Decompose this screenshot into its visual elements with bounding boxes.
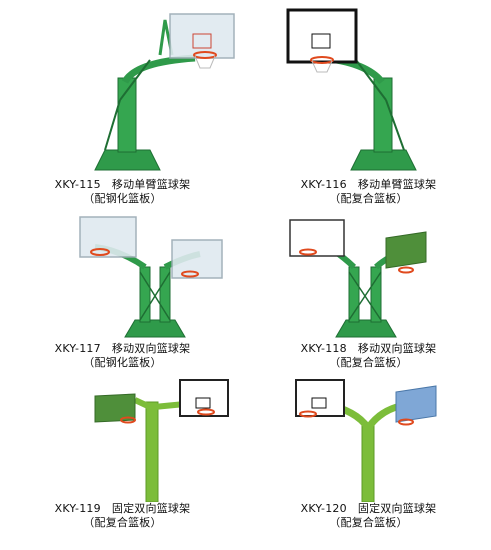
product-name: 固定双向篮球架	[357, 502, 437, 515]
basketball-stand-illustration	[295, 379, 437, 502]
basketball-stand-illustration	[94, 13, 235, 171]
product-card-xky-117: XKY-117 移动双向篮球架 （配钢化篮板）	[0, 212, 245, 390]
model-code: XKY-118	[300, 342, 347, 355]
product-sub: （配复合篮板）	[83, 516, 162, 529]
model-code: XKY-120	[300, 502, 347, 515]
product-caption: XKY-119 固定双向篮球架 （配复合篮板）	[0, 502, 245, 530]
product-caption: XKY-116 移动单臂篮球架 （配复合篮板）	[246, 178, 491, 206]
model-code: XKY-117	[54, 342, 101, 355]
product-card-xky-120: XKY-120 固定双向篮球架 （配复合篮板）	[246, 372, 491, 550]
product-sub: （配钢化篮板）	[83, 356, 162, 369]
product-card-xky-116: XKY-116 移动单臂篮球架 （配复合篮板）	[246, 0, 491, 205]
basketball-stand-illustration	[94, 379, 229, 502]
product-sub: （配复合篮板）	[329, 356, 408, 369]
model-code: XKY-119	[54, 502, 101, 515]
product-caption: XKY-117 移动双向篮球架 （配钢化篮板）	[0, 342, 245, 370]
product-sub: （配钢化篮板）	[83, 192, 162, 205]
product-card-xky-118: XKY-118 移动双向篮球架 （配复合篮板）	[246, 212, 491, 390]
product-caption: XKY-120 固定双向篮球架 （配复合篮板）	[246, 502, 491, 530]
product-name: 移动双向篮球架	[111, 342, 191, 355]
model-code: XKY-116	[300, 178, 347, 191]
product-sub: （配复合篮板）	[329, 192, 408, 205]
product-caption: XKY-118 移动双向篮球架 （配复合篮板）	[246, 342, 491, 370]
product-card-xky-119: XKY-119 固定双向篮球架 （配复合篮板）	[0, 372, 245, 550]
model-code: XKY-115	[54, 178, 101, 191]
product-name: 固定双向篮球架	[111, 502, 191, 515]
product-name: 移动单臂篮球架	[357, 178, 437, 191]
basketball-stand-illustration	[286, 8, 417, 171]
basketball-stand-illustration	[289, 219, 427, 338]
basketball-stand-illustration	[79, 216, 223, 338]
product-card-xky-115: XKY-115 移动单臂篮球架 （配钢化篮板）	[0, 0, 245, 205]
product-caption: XKY-115 移动单臂篮球架 （配钢化篮板）	[0, 178, 245, 206]
product-name: 移动单臂篮球架	[111, 178, 191, 191]
product-name: 移动双向篮球架	[357, 342, 437, 355]
product-sub: （配复合篮板）	[329, 516, 408, 529]
